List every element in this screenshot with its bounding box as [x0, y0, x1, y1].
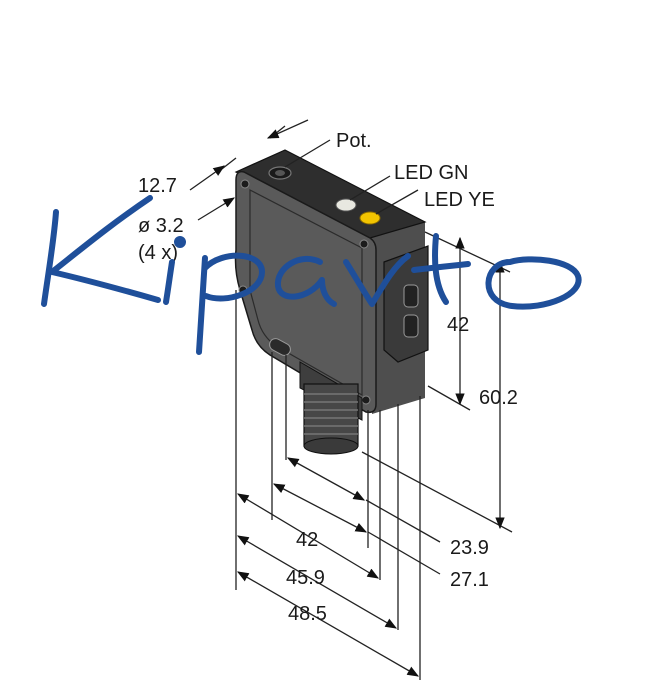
dimension-labels: Pot. LED GN LED YE 12.7 ø 3.2 (4 x) 42 6…	[138, 130, 518, 625]
mounting-slot	[269, 338, 291, 356]
mounting-hole-top-right	[359, 239, 369, 249]
mounting-hole-bottom-right	[361, 395, 371, 405]
mounting-hole-top-left	[240, 179, 250, 189]
label-led-ye: LED YE	[424, 189, 495, 211]
label-height-total: 60.2	[479, 387, 518, 409]
led-yellow-icon	[359, 211, 381, 225]
lens-window	[249, 189, 363, 397]
label-offset-a: 23.9	[450, 537, 489, 559]
label-width-b: 45.9	[286, 567, 325, 589]
label-pot: Pot.	[336, 130, 372, 152]
label-width-a: 42	[296, 529, 318, 551]
label-width-c: 48.5	[288, 603, 327, 625]
label-thickness: 12.7	[138, 175, 177, 197]
led-green-icon	[335, 198, 357, 212]
label-hole-diameter: ø 3.2	[138, 215, 184, 237]
m12-connector	[299, 361, 363, 455]
label-offset-b: 27.1	[450, 569, 489, 591]
label-height-inner: 42	[447, 314, 469, 336]
kipavto-watermark	[41, 195, 582, 355]
label-hole-count: (4 x)	[138, 242, 178, 264]
label-led-gn: LED GN	[394, 162, 468, 184]
